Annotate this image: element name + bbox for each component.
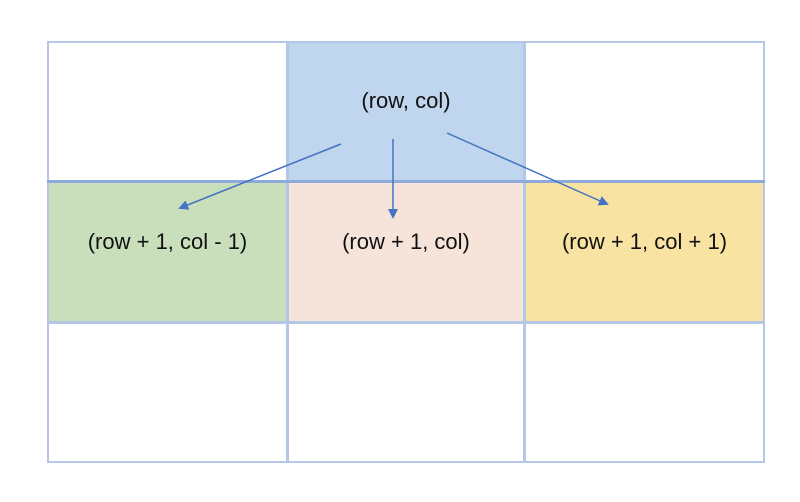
cell-top-right bbox=[524, 41, 765, 182]
cell-bottom-middle bbox=[287, 322, 525, 463]
cell-down-right: (row + 1, col + 1) bbox=[524, 181, 765, 323]
cell-top-left bbox=[47, 41, 288, 182]
cell-bottom-left bbox=[47, 322, 288, 463]
cell-down-right-label: (row + 1, col + 1) bbox=[561, 229, 728, 254]
cell-current-label: (row, col) bbox=[361, 87, 451, 113]
cell-down-left-label: (row + 1, col - 1) bbox=[87, 229, 248, 254]
grid-diagram: (row, col) (row + 1, col - 1) (row + 1, … bbox=[47, 41, 765, 463]
cell-down-left: (row + 1, col - 1) bbox=[47, 181, 288, 323]
cell-down: (row + 1, col) bbox=[287, 181, 525, 323]
cell-down-label: (row + 1, col) bbox=[342, 229, 470, 254]
cell-bottom-right bbox=[524, 322, 765, 463]
cell-current: (row, col) bbox=[287, 41, 525, 182]
